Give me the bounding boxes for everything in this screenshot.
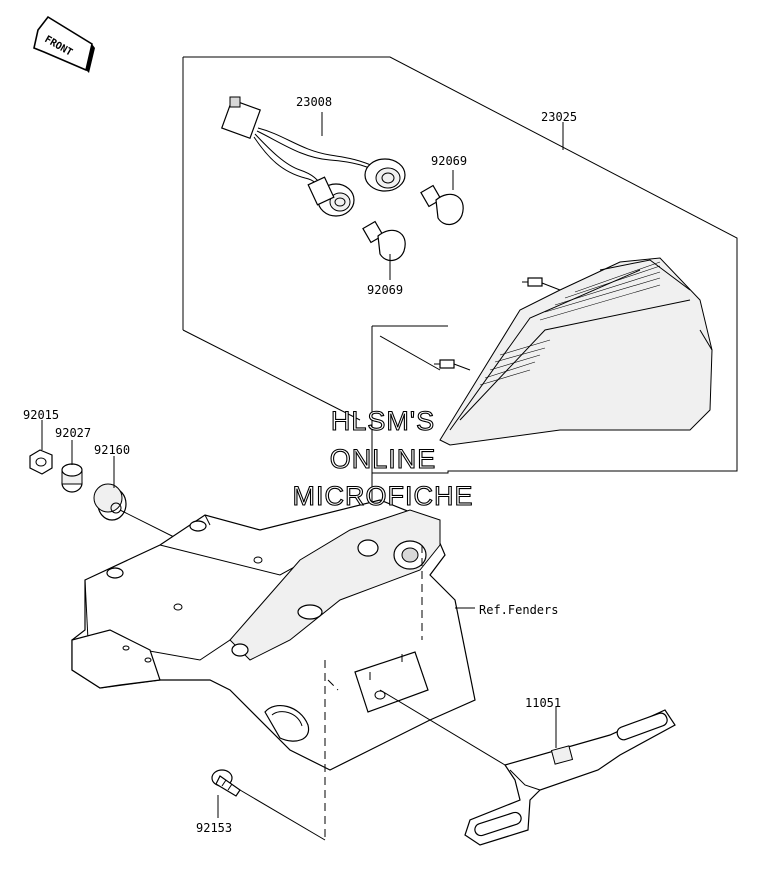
part-label-23025: 23025 bbox=[541, 110, 577, 124]
fender-bracket-body bbox=[71, 499, 476, 771]
wiring-harness bbox=[221, 96, 406, 217]
bulb-lower bbox=[362, 220, 406, 261]
ref-fenders-label: Ref.Fenders bbox=[479, 603, 558, 617]
part-label-92069-lower: 92069 bbox=[367, 283, 403, 297]
part-label-92069-upper: 92069 bbox=[431, 154, 467, 168]
license-bracket bbox=[464, 709, 676, 846]
kit-outline bbox=[183, 56, 738, 474]
part-label-23008: 23008 bbox=[296, 95, 332, 109]
tail-lamp-assembly bbox=[434, 257, 713, 446]
watermark: HLSM'S ONLINE MICROFICHE bbox=[292, 405, 474, 511]
collar-92027 bbox=[61, 463, 83, 493]
bulb-upper bbox=[420, 184, 464, 225]
watermark-line-2: ONLINE bbox=[330, 444, 437, 474]
part-label-92160: 92160 bbox=[94, 443, 130, 457]
part-label-92153: 92153 bbox=[196, 821, 232, 835]
screw-92153 bbox=[211, 769, 241, 797]
watermark-line-3: MICROFICHE bbox=[293, 481, 474, 511]
grommet-92160 bbox=[93, 483, 127, 521]
watermark-line-1: HLSM'S bbox=[331, 406, 435, 436]
part-label-92027: 92027 bbox=[55, 426, 91, 440]
part-label-92015: 92015 bbox=[23, 408, 59, 422]
nut-92015 bbox=[29, 449, 53, 475]
part-label-11051: 11051 bbox=[525, 696, 561, 710]
front-arrow-icon: FRONT bbox=[33, 15, 95, 73]
